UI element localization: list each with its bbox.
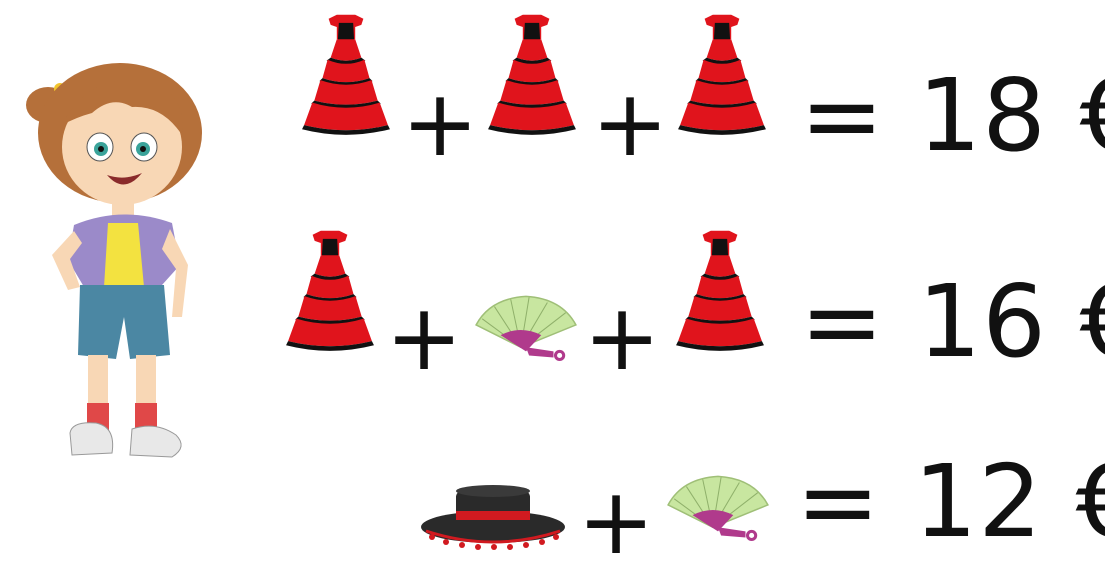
- girl-illustration: [12, 55, 212, 495]
- dress-icon: [486, 10, 578, 138]
- fan-icon: [662, 474, 774, 546]
- dress-icon: [284, 226, 376, 354]
- plus-sign: +: [400, 78, 480, 170]
- dress-icon: [676, 10, 768, 138]
- result-text: = 12 €: [796, 452, 1105, 552]
- result-text: = 18 €: [800, 66, 1105, 166]
- hat-icon: [418, 478, 568, 550]
- fan-icon: [470, 294, 582, 366]
- plus-sign: +: [582, 292, 662, 384]
- dress-icon: [674, 226, 766, 354]
- result-text: = 16 €: [800, 272, 1105, 372]
- plus-sign: +: [576, 476, 656, 568]
- dress-icon: [300, 10, 392, 138]
- plus-sign: +: [590, 78, 670, 170]
- plus-sign: +: [384, 292, 464, 384]
